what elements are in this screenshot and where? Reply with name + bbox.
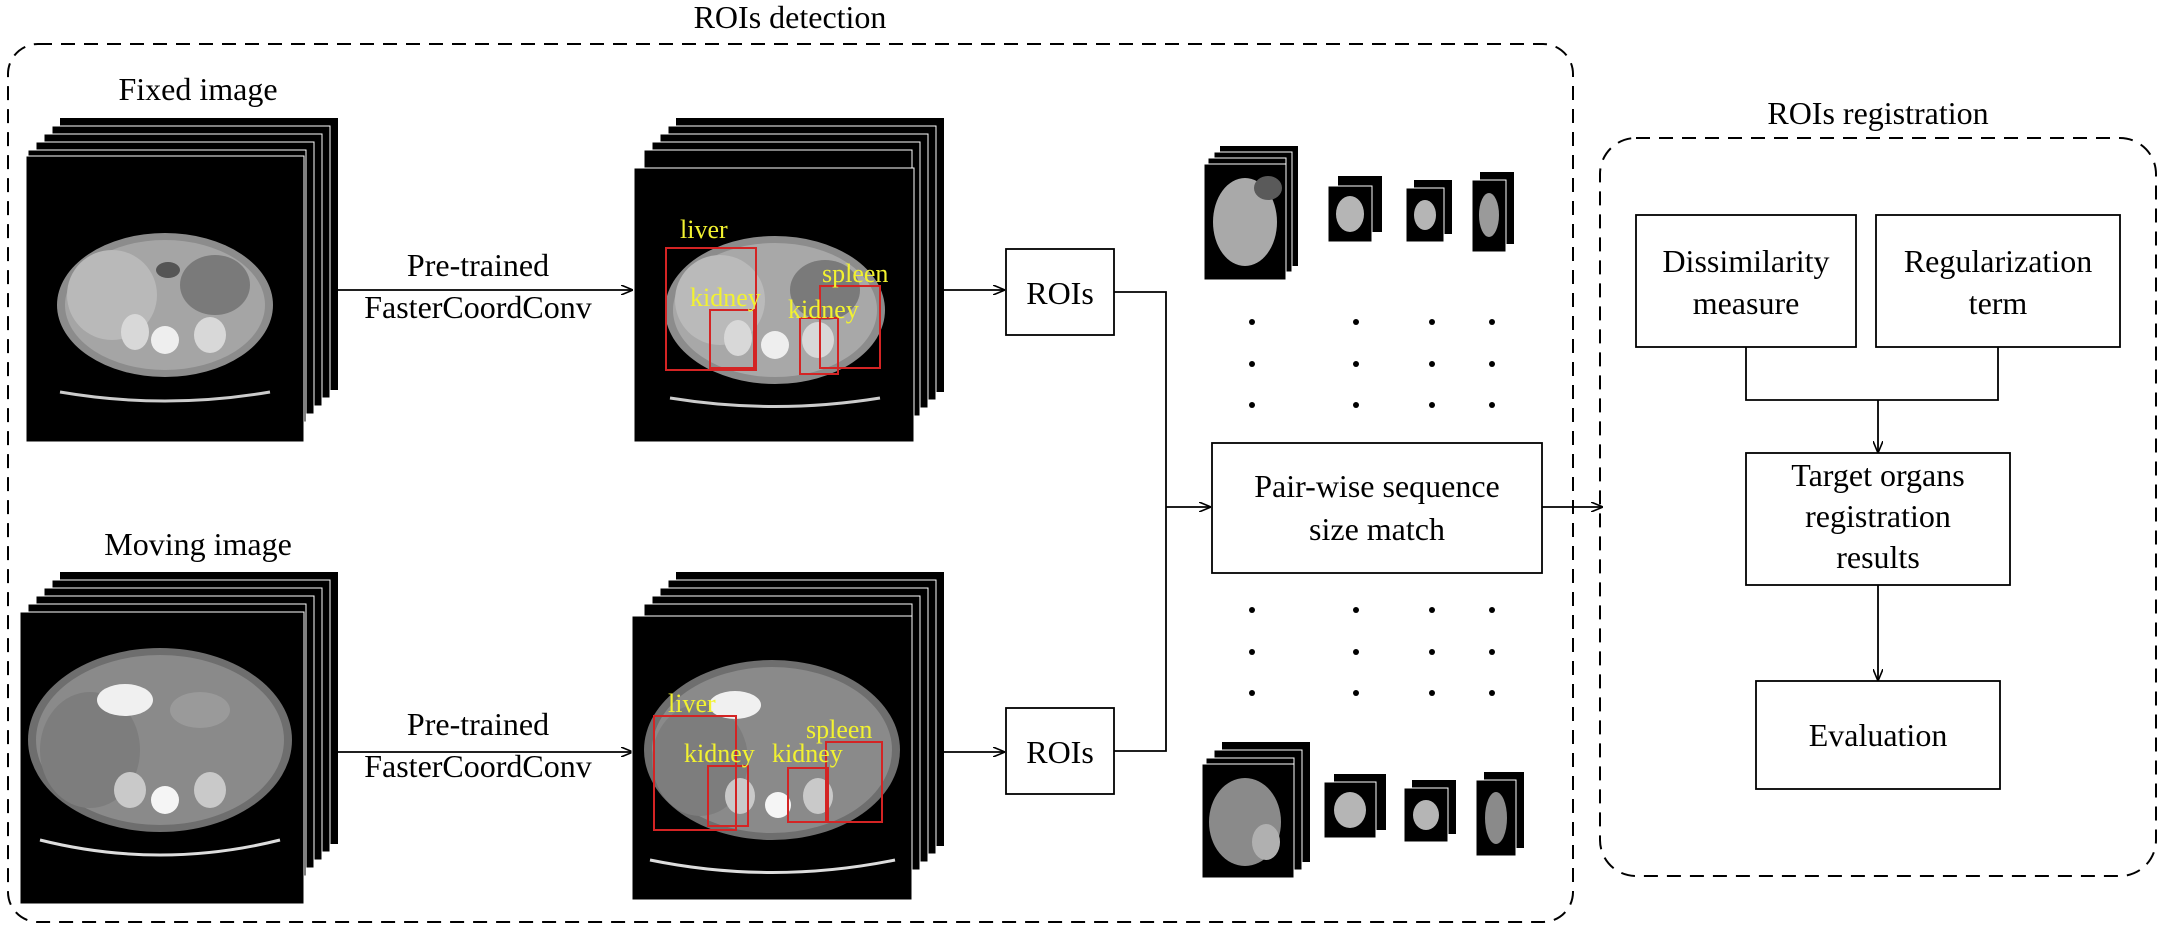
connector-rois-bottom [1114,507,1167,752]
label-liver-moving: liver [668,689,716,718]
model-top-line2: FasterCoordConv [364,289,592,325]
bbox-spleen-fixed [819,285,881,369]
dissimilarity-line1: Dissimilarity [1662,243,1829,279]
label-spleen-moving: spleen [806,715,872,744]
label-kidney-moving-1: kidney [684,739,755,768]
bbox-kidney-fixed-left [709,309,755,369]
registration-title: ROIs registration [1767,95,1988,131]
label-kidney-fixed-2: kidney [788,295,859,324]
fixed-ct-stack [25,118,338,443]
evaluation-box [1755,680,2001,790]
connector-rois-top [1114,291,1167,507]
detection-panel [7,43,1574,923]
bbox-liver-fixed [665,247,757,371]
regularization-line1: Regularization [1904,243,2092,279]
connector-dissimilarity [1745,347,1999,401]
match-box [1211,442,1543,574]
fixed-image-label: Fixed image [118,71,277,107]
label-kidney-moving-2: kidney [772,739,843,768]
detected-moving-stack: liver kidney kidney spleen [631,572,944,901]
registration-panel [1599,137,2157,877]
roi-crops-top [1203,146,1514,281]
target-line3: results [1836,539,1920,575]
bbox-kidney-moving-right [787,767,829,823]
regularization-box [1875,214,2121,348]
rois-label-top: ROIs [1026,275,1094,311]
dissimilarity-line2: measure [1693,285,1800,321]
ellipsis-dots-top [1249,319,1495,408]
moving-image-label: Moving image [104,526,292,562]
model-bottom-line2: FasterCoordConv [364,748,592,784]
target-line1: Target organs [1791,457,1964,493]
label-liver-fixed: liver [680,215,728,244]
match-line2: size match [1309,511,1445,547]
rois-box-top [1005,248,1115,336]
ellipsis-dots-bottom [1249,607,1495,696]
rois-label-bottom: ROIs [1026,734,1094,770]
roi-crops-bottom [1201,742,1524,879]
target-box [1745,452,2011,586]
match-line1: Pair-wise sequence [1254,468,1499,504]
detected-fixed-stack: liver kidney spleen kidney [633,118,944,443]
bbox-kidney-moving-left [707,765,749,827]
moving-ct-stack [19,572,338,905]
fixed-ct-slice [57,233,273,403]
label-kidney-fixed-1: kidney [690,283,761,312]
model-top-line1: Pre-trained [407,247,549,283]
bbox-spleen-moving [825,741,883,823]
bbox-liver-moving [653,715,737,831]
evaluation-label: Evaluation [1809,717,1948,753]
regularization-line2: term [1969,285,2028,321]
label-spleen-fixed: spleen [822,259,888,288]
bbox-kidney-fixed-right [799,317,839,375]
dissimilarity-box [1635,214,1857,348]
rois-box-bottom [1005,707,1115,795]
detection-title: ROIs detection [694,0,887,35]
model-bottom-line1: Pre-trained [407,706,549,742]
target-line2: registration [1805,498,1951,534]
moving-ct-slice [28,648,292,857]
